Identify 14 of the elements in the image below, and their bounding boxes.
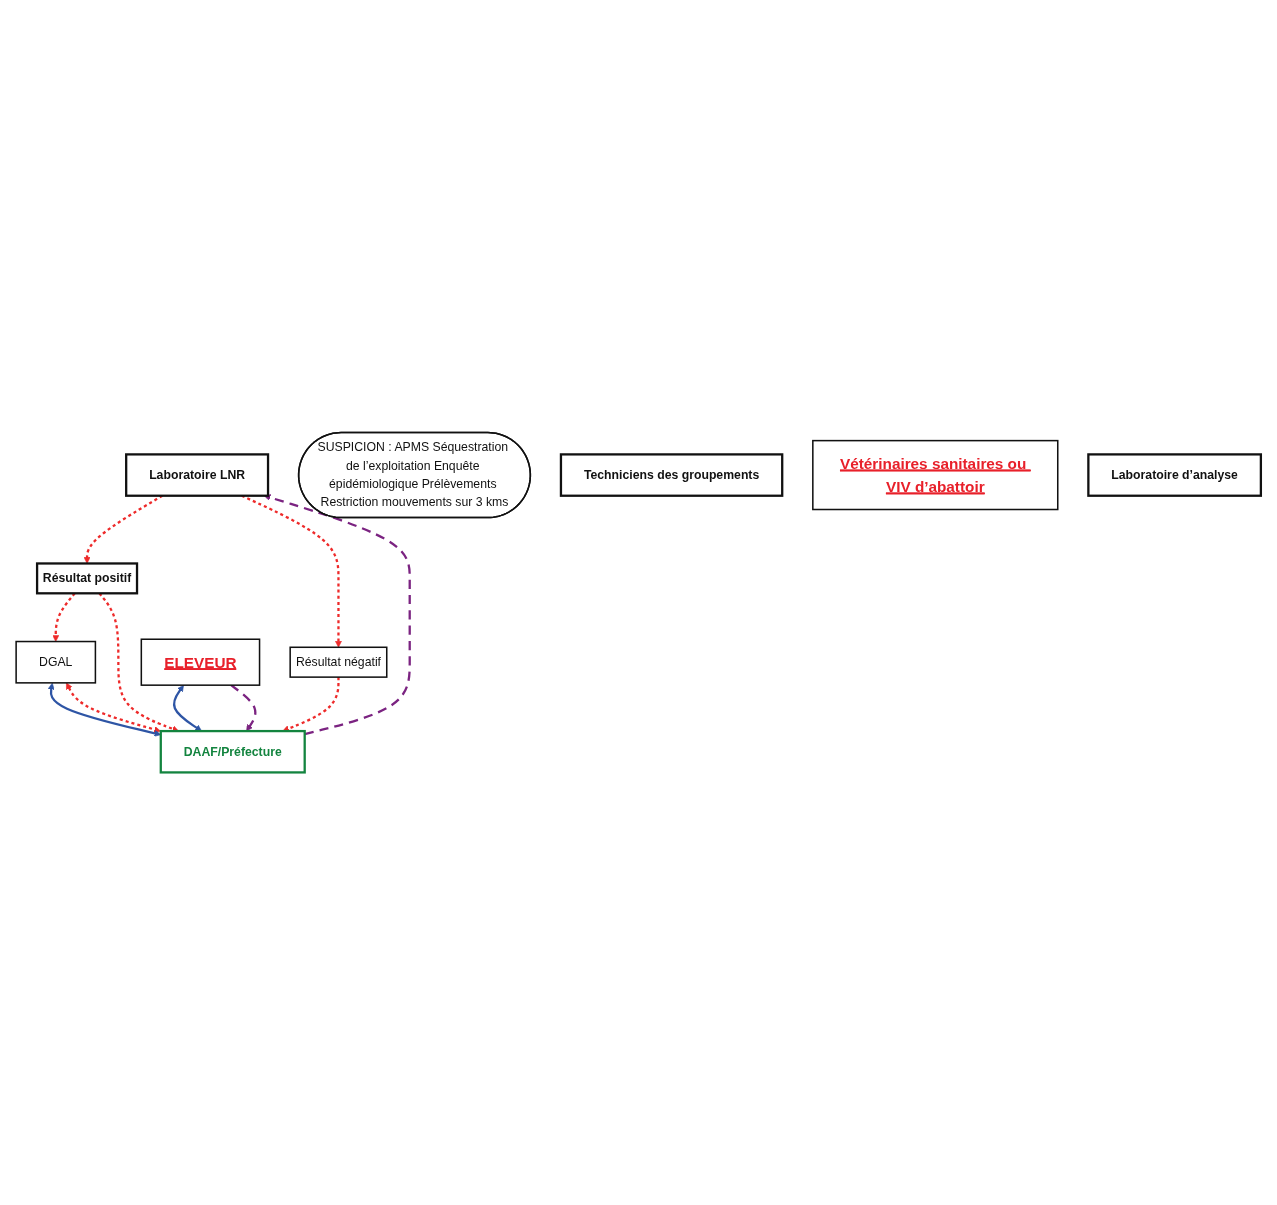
node-box: Résultat négatif xyxy=(289,646,388,678)
arrow xyxy=(230,684,257,732)
arrow xyxy=(172,685,202,732)
node-box: Résultat positif xyxy=(35,562,139,595)
arrow xyxy=(47,682,162,737)
node-box: DAAF/Préfecture xyxy=(159,729,306,774)
node-box: ELEVEUR xyxy=(140,638,261,686)
node-box: Laboratoire d’analyse xyxy=(1087,453,1263,497)
node-box: Vétérinaires sanitaires ou VIV d’abattoir xyxy=(812,439,1059,511)
node-box: Laboratoire LNR xyxy=(125,453,270,497)
node-box: DGAL xyxy=(15,640,97,684)
node-box: Techniciens des groupements xyxy=(559,453,784,497)
arrow xyxy=(282,677,340,732)
arrow xyxy=(66,682,161,733)
